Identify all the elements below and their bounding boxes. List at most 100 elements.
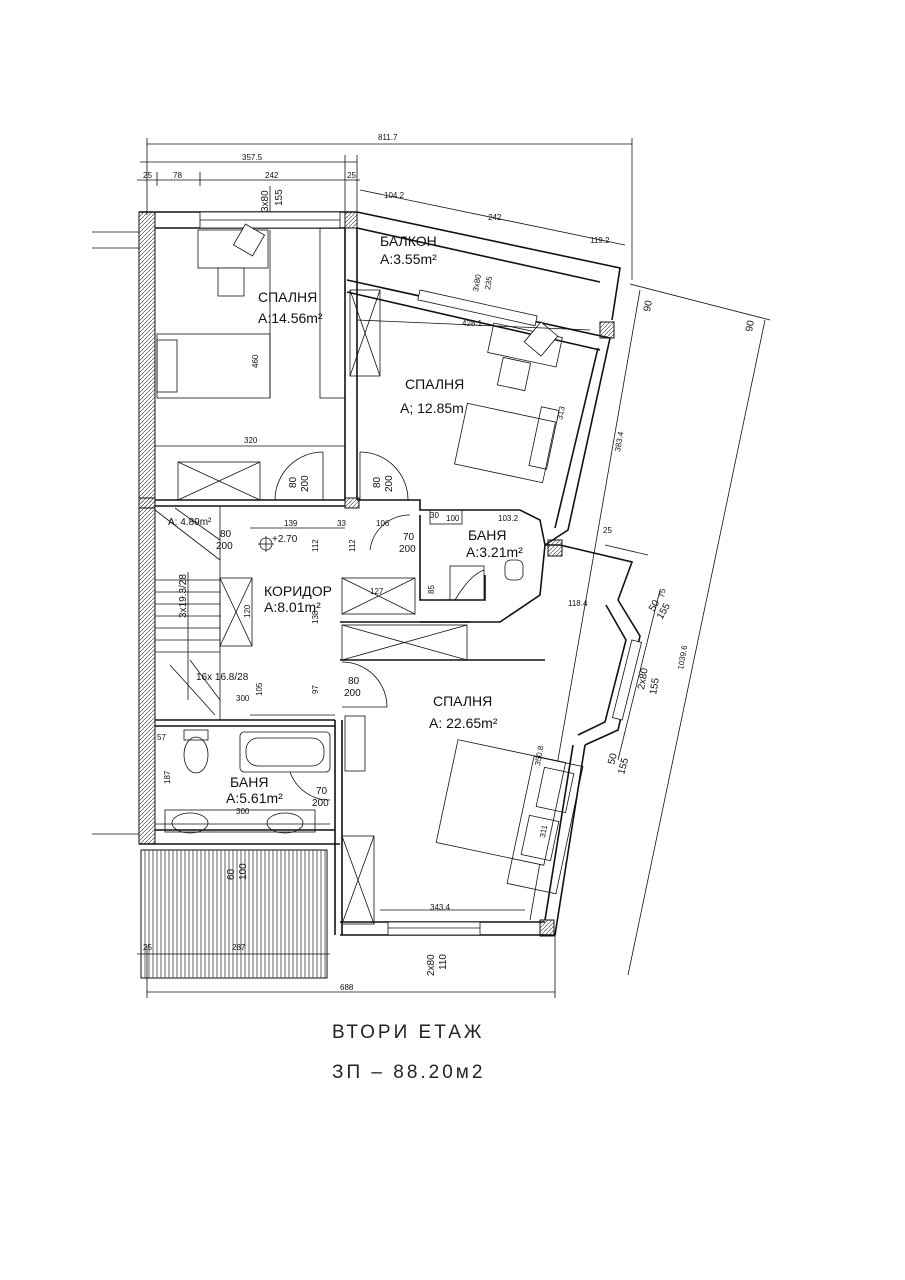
door-4-width: 80 xyxy=(220,529,232,540)
room-labels: СПАЛНЯ A:14.56m² БАЛКОН A:3.55m² СПАЛНЯ … xyxy=(168,233,523,806)
room-area-stair: A: 4.89m² xyxy=(168,517,212,528)
windows xyxy=(199,211,643,936)
room-area-bath2: A:5.61m² xyxy=(226,790,283,806)
door-labels: 80 200 80 200 70 200 80 200 80 200 70 20… xyxy=(216,475,460,809)
door-1-width: 80 xyxy=(288,476,299,488)
dim-138: 138 xyxy=(311,610,320,624)
window-1-height: 155 xyxy=(648,677,662,696)
dim-85: 85 xyxy=(427,585,436,594)
door-7-label: 30 xyxy=(430,511,439,520)
dim-right-90a: 90 xyxy=(642,299,655,312)
window-4-size: 2x80 xyxy=(426,954,437,976)
door-8-label: 100 xyxy=(446,514,460,523)
door-1-height: 200 xyxy=(300,475,311,492)
floor-area: ЗП – 88.20м2 xyxy=(332,1062,485,1083)
door-5-width: 80 xyxy=(348,676,360,687)
window-2-size: 50 xyxy=(647,598,662,614)
exterior-rails xyxy=(92,231,139,835)
dim-320: 320 xyxy=(244,436,258,445)
dim-balcony-119: 119.2 xyxy=(590,236,610,245)
dim-right-383: 383.4 xyxy=(613,431,625,453)
dim-top-left-span: 357.5 xyxy=(242,153,263,162)
stair-down-label: 3x19.3/28 xyxy=(178,574,189,618)
dim-300a: 300 xyxy=(236,694,250,703)
dim-33: 33 xyxy=(337,519,346,528)
dim-106: 106 xyxy=(376,519,390,528)
furniture xyxy=(140,223,584,979)
dim-300b: 300 xyxy=(236,807,250,816)
dim-57: 57 xyxy=(157,733,166,742)
dim-112b: 112 xyxy=(348,539,357,552)
dim-seg-242: 242 xyxy=(265,171,279,180)
dim-balcony-242: 242 xyxy=(488,213,502,222)
room-area-corridor: A:8.01m² xyxy=(264,599,321,615)
walls xyxy=(138,211,641,937)
dim-right-1039: 1039.6 xyxy=(676,644,689,670)
dim-overall-top: 811.7 xyxy=(378,133,398,142)
staircase xyxy=(154,505,221,721)
window-labels: 2x80 155 50 155 50 155 2x80 110 xyxy=(426,598,673,976)
sink-icon-2 xyxy=(266,812,304,834)
dim-343: 343.4 xyxy=(430,903,451,912)
dim-187: 187 xyxy=(163,770,172,784)
dim-balcony-104: 104.2 xyxy=(384,191,405,200)
dim-seg-25a: 25 xyxy=(143,171,152,180)
door-swings xyxy=(274,451,411,801)
dim-window-3x80: 3x80 xyxy=(260,190,271,212)
door-3-width: 70 xyxy=(403,532,415,543)
dim-127: 127 xyxy=(370,587,384,596)
bathtub-icon xyxy=(239,731,331,773)
dim-60: 60 xyxy=(226,868,237,880)
room-name-bedroom2: СПАЛНЯ xyxy=(405,376,464,392)
dim-120: 120 xyxy=(243,604,252,618)
right-dimension-lines xyxy=(529,283,771,976)
dim-seg-25b: 25 xyxy=(347,171,356,180)
dim-688: 688 xyxy=(340,983,354,992)
interior-dimension-lines xyxy=(155,230,591,911)
chair-icon-2 xyxy=(496,356,532,392)
dim-105: 105 xyxy=(255,682,264,696)
dim-balcony-window: 3x80 xyxy=(471,273,483,292)
room-area-bedroom2: A; 12.85m xyxy=(400,400,464,416)
dim-428: 428.1 xyxy=(462,319,483,328)
dimension-labels: 3x80 235 428.1 460 320 313 139 33 106 10… xyxy=(143,273,588,992)
dim-350: 350.8 xyxy=(533,745,545,767)
chair-icon xyxy=(217,267,245,297)
window-3-height: 155 xyxy=(616,756,631,775)
window-3-size: 50 xyxy=(606,752,620,766)
dim-right-25: 25 xyxy=(603,526,612,535)
door-6-height: 200 xyxy=(312,798,329,809)
floor-title: ВТОРИ ЕТАЖ xyxy=(332,1022,484,1043)
door-6-width: 70 xyxy=(316,786,328,797)
dim-287: 287 xyxy=(232,943,246,952)
room-area-bath1: A:3.21m² xyxy=(466,544,523,560)
dim-balcony-window-h: 235 xyxy=(483,275,494,290)
room-name-bath2: БАНЯ xyxy=(230,774,268,790)
terrace-deck xyxy=(140,849,328,979)
dim-118: 118.4 xyxy=(568,599,588,608)
elevation-label: +2.70 xyxy=(272,534,298,545)
room-area-bedroom1: A:14.56m² xyxy=(258,310,323,326)
top-dimension-lines xyxy=(137,138,633,280)
room-name-bedroom1: СПАЛНЯ xyxy=(258,289,317,305)
window-1-size: 2x80 xyxy=(636,667,651,691)
dim-seg-78: 78 xyxy=(173,171,182,180)
bed-icon-2 xyxy=(454,402,556,484)
door-4-height: 200 xyxy=(216,541,233,552)
room-name-bedroom3: СПАЛНЯ xyxy=(433,693,492,709)
door-2-height: 200 xyxy=(384,475,395,492)
room-area-bedroom3: A: 22.65m² xyxy=(429,715,498,731)
bottom-dimension-lines xyxy=(137,935,556,998)
dim-139: 139 xyxy=(284,519,298,528)
door-3-height: 200 xyxy=(399,544,416,555)
room-area-balcony: A:3.55m² xyxy=(380,251,437,267)
bed-icon-3 xyxy=(435,739,567,866)
dim-100: 100 xyxy=(238,863,249,880)
dim-313: 313 xyxy=(555,405,567,420)
room-name-bath1: БАНЯ xyxy=(468,527,506,543)
stair-up-label: 16x 16.8/28 xyxy=(196,672,249,683)
door-2-width: 80 xyxy=(372,476,383,488)
room-name-balcony: БАЛКОН xyxy=(380,233,437,249)
dim-window-155: 155 xyxy=(274,189,285,206)
dim-right-90b: 90 xyxy=(744,319,757,332)
